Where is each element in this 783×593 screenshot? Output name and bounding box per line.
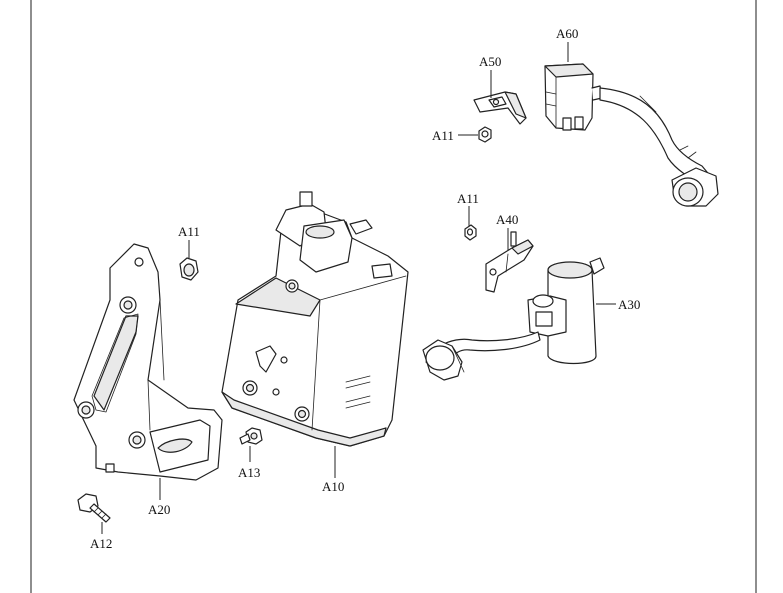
callout-a30: A30 (618, 297, 640, 312)
callout-a11-top: A11 (432, 128, 454, 143)
part-a12-bolt[interactable] (77, 493, 111, 523)
part-a11-nut-left[interactable] (179, 257, 199, 281)
callout-a40: A40 (496, 212, 518, 227)
part-a20-mounting-bracket[interactable] (73, 243, 223, 481)
part-a11-nut-top[interactable] (478, 126, 492, 143)
callout-a10: A10 (322, 479, 344, 494)
part-a40-bracket[interactable] (485, 231, 534, 293)
callout-a11-left: A11 (178, 224, 200, 239)
callout-a13: A13 (238, 465, 260, 480)
callout-a11-mid: A11 (457, 191, 479, 206)
part-a13-stud[interactable] (239, 427, 263, 445)
callout-a12: A12 (90, 536, 112, 551)
part-a50-bracket[interactable] (473, 91, 527, 125)
leader-lines (101, 42, 616, 534)
callout-a20: A20 (148, 502, 170, 517)
part-a10-canister[interactable] (221, 191, 409, 447)
part-a11-nut-mid[interactable] (464, 224, 477, 241)
callout-a60: A60 (556, 26, 578, 41)
part-a60-sensor-hose[interactable] (544, 63, 719, 207)
part-a30-valve-hose[interactable] (422, 257, 605, 381)
callout-a50: A50 (479, 54, 501, 69)
